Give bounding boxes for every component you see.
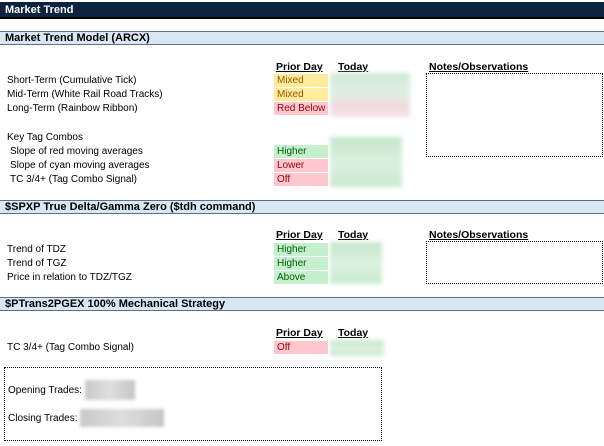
- today-redacted-area[interactable]: [330, 73, 410, 117]
- row-label: Slope of red moving averages: [10, 146, 143, 157]
- prior-day-cell[interactable]: Higher: [274, 145, 328, 158]
- notes-header: Notes/Observations: [429, 61, 529, 73]
- prior-day-cell[interactable]: Higher: [274, 257, 328, 270]
- title-bar: Market Trend: [0, 2, 604, 19]
- section-header-ptrans: $PTrans2PGEX 100% Mechanical Strategy: [0, 297, 604, 311]
- prior-day-header: Prior Day: [276, 61, 323, 73]
- notes-box[interactable]: [426, 241, 603, 284]
- today-redacted-area[interactable]: [330, 340, 384, 356]
- prior-day-header: Prior Day: [276, 327, 323, 339]
- prior-day-cell[interactable]: Red Below: [274, 102, 328, 115]
- row-label: Long-Term (Rainbow Ribbon): [7, 103, 138, 114]
- closing-trades-label: Closing Trades:: [8, 413, 78, 424]
- page-title: Market Trend: [5, 4, 74, 16]
- prior-day-cell[interactable]: Higher: [274, 243, 328, 256]
- prior-day-cell[interactable]: Lower: [274, 159, 328, 172]
- row-label: Price in relation to TDZ/TGZ: [7, 272, 132, 283]
- section-title: $SPXP True Delta/Gamma Zero ($tdh comman…: [5, 201, 256, 213]
- section-header-market-trend-model: Market Trend Model (ARCX): [0, 31, 604, 45]
- row-label: Trend of TDZ: [7, 244, 66, 255]
- prior-day-cell[interactable]: Off: [274, 341, 328, 354]
- notes-box[interactable]: [426, 73, 603, 157]
- today-redacted-area[interactable]: [330, 137, 402, 187]
- row-label: Slope of cyan moving averages: [10, 160, 150, 171]
- section-header-tdh: $SPXP True Delta/Gamma Zero ($tdh comman…: [0, 200, 604, 214]
- key-tag-combos-label: Key Tag Combos: [7, 132, 83, 143]
- prior-day-cell[interactable]: Mixed: [274, 74, 328, 87]
- today-header: Today: [338, 229, 369, 241]
- prior-day-header: Prior Day: [276, 229, 323, 241]
- prior-day-cell[interactable]: Off: [274, 173, 328, 186]
- section-title: Market Trend Model (ARCX): [5, 32, 150, 44]
- row-label: TC 3/4+ (Tag Combo Signal): [7, 342, 135, 353]
- section-title: $PTrans2PGEX 100% Mechanical Strategy: [5, 298, 226, 310]
- row-label: TC 3/4+ (Tag Combo Signal): [10, 174, 138, 185]
- closing-trades-redacted[interactable]: [80, 409, 164, 427]
- today-header: Today: [338, 327, 369, 339]
- row-label: Mid-Term (White Rail Road Tracks): [7, 89, 163, 100]
- today-redacted-area[interactable]: [330, 242, 382, 284]
- opening-trades-redacted[interactable]: [85, 380, 135, 400]
- opening-trades-label: Opening Trades:: [8, 385, 82, 396]
- prior-day-cell[interactable]: Above: [274, 271, 328, 284]
- today-header: Today: [338, 61, 369, 73]
- prior-day-cell[interactable]: Mixed: [274, 88, 328, 101]
- trades-box[interactable]: [4, 367, 382, 441]
- row-label: Trend of TGZ: [7, 258, 67, 269]
- row-label: Short-Term (Cumulative Tick): [7, 75, 137, 86]
- notes-header: Notes/Observations: [429, 229, 529, 241]
